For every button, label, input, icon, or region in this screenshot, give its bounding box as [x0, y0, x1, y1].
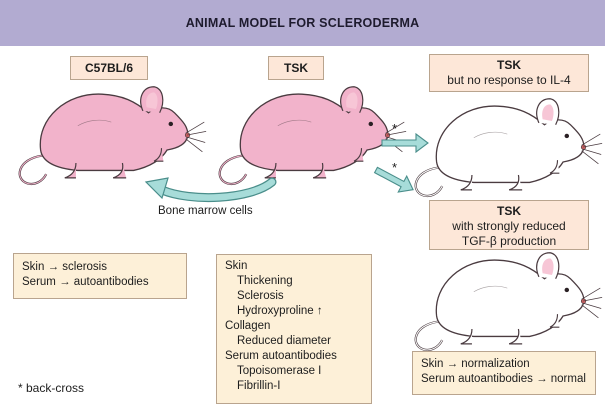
c57bl6-findings-box: Skin → sclerosis Serum → autoantibodies: [13, 253, 187, 299]
label-tsk: TSK: [268, 56, 324, 80]
label-tsk-il4-title: TSK: [497, 58, 521, 72]
tsk-finding-sclerosis: Sclerosis: [237, 290, 284, 302]
tsk-finding-topoisomerase: Topoisomerase I: [237, 365, 322, 377]
tsk-findings-box: Skin Thickening Sclerosis Hydroxyproline…: [216, 254, 372, 404]
tsk-finding-hydroxyproline: Hydroxyproline ↑: [237, 305, 323, 317]
bone-marrow-arrow: [144, 177, 277, 202]
label-tsk-tgf-title: TSK: [497, 204, 521, 218]
mouse-tsk-illustration: [218, 86, 407, 186]
tsk-finding-skin: Skin: [225, 260, 248, 272]
backcross-arrow-il4: [381, 132, 429, 154]
mouse-tsk-il4-illustration: [414, 98, 603, 198]
label-tsk-tgf-line2: TGF-β production: [461, 234, 557, 248]
c57-finding-skin: Skin → sclerosis: [22, 261, 107, 273]
backcross-star-il4: *: [392, 121, 398, 136]
backcross-arrow-tgf: [373, 166, 414, 193]
c57-finding-serum: Serum → autoantibodies: [22, 276, 149, 288]
label-c57bl6-text: C57BL/6: [84, 61, 134, 75]
tsk-finding-serum: Serum autoantibodies: [225, 350, 337, 362]
label-tsk-il4: TSK but no response to IL-4: [429, 54, 589, 92]
bone-marrow-label: Bone marrow cells: [158, 205, 253, 217]
label-tsk-tgf-line1: with strongly reduced: [452, 219, 566, 233]
backcross-star-tgf: *: [392, 160, 398, 175]
tgf-finding-serum: Serum autoantibodies → normal: [421, 373, 586, 385]
label-c57bl6: C57BL/6: [70, 56, 148, 80]
tsk-finding-collagen: Collagen: [225, 320, 271, 332]
label-tsk-text: TSK: [284, 61, 308, 75]
tgf-findings-box: Skin → normalization Serum autoantibodie…: [412, 351, 596, 395]
tgf-finding-skin: Skin → normalization: [421, 358, 530, 370]
footnote-backcross: * back-cross: [18, 381, 85, 395]
header-bar: ANIMAL MODEL FOR SCLERODERMA: [0, 0, 605, 46]
label-tsk-il4-sub: but no response to IL-4: [447, 73, 571, 87]
tsk-finding-fibrillin: Fibrillin-I: [237, 380, 281, 392]
page-title: ANIMAL MODEL FOR SCLERODERMA: [185, 16, 420, 30]
tsk-finding-reduced-diameter: Reduced diameter: [237, 335, 331, 347]
tsk-finding-thickening: Thickening: [237, 275, 293, 287]
mouse-tsk-tgf-illustration: [414, 252, 603, 352]
label-tsk-tgf: TSK with strongly reduced TGF-β producti…: [429, 200, 589, 250]
mouse-c57bl6-illustration: [18, 86, 207, 186]
